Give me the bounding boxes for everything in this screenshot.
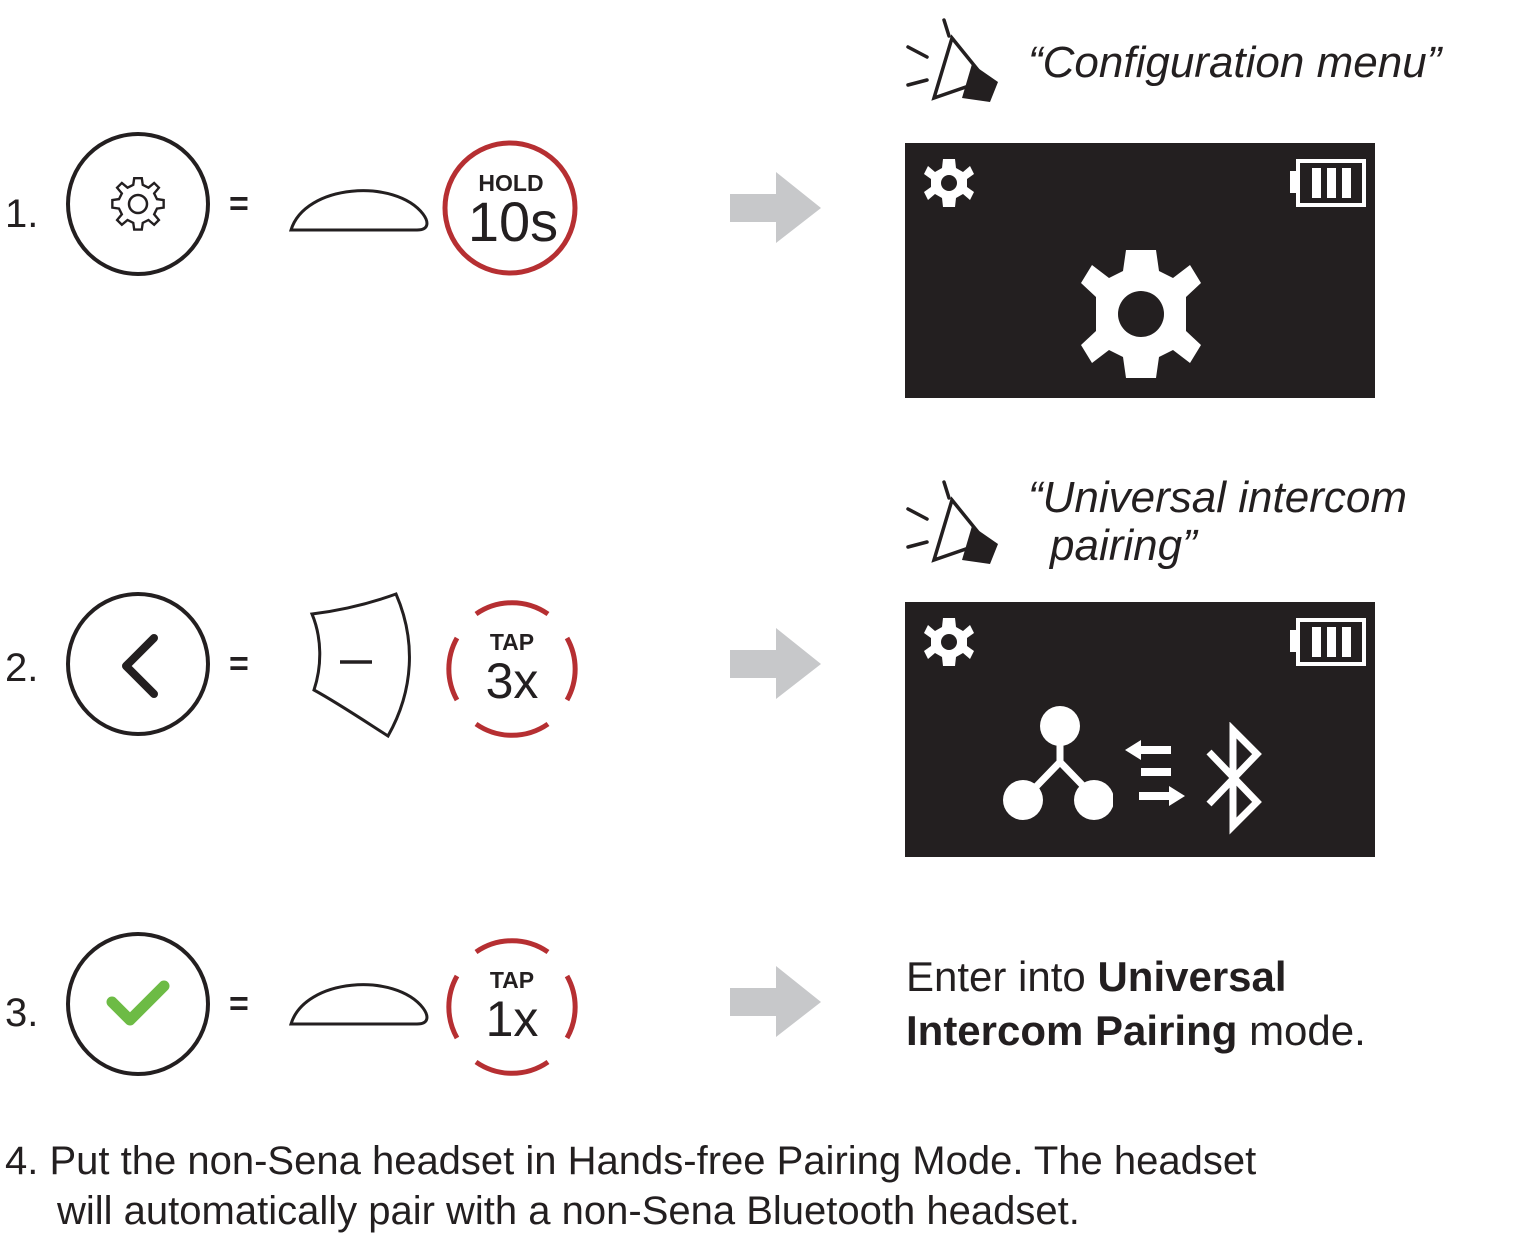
voice-prompt-universal-intercom-pairing: “Universal intercom pairing” — [1028, 474, 1407, 570]
badge-main-label: 1x — [486, 991, 539, 1047]
jog-dial-button-icon — [288, 983, 429, 1026]
arrow-right-icon — [730, 628, 821, 699]
step-4-number: 4. — [5, 1139, 39, 1183]
result-bold-intercom-pairing: Intercom Pairing — [906, 1007, 1238, 1054]
step-3-result: Enter into Universal Intercom Pairing mo… — [906, 950, 1506, 1058]
arrow-right-icon — [730, 172, 821, 243]
arrow-right-icon — [730, 966, 821, 1037]
voice-prompt-configuration-menu: “Configuration menu” — [1028, 38, 1442, 87]
badge-main-label: 10s — [468, 190, 558, 253]
gear-icon — [924, 159, 974, 207]
badge-top-label: TAP — [490, 967, 534, 993]
battery-icon — [1290, 159, 1366, 207]
badge-main-label: 3x — [486, 653, 539, 709]
large-gear-icon — [1081, 250, 1201, 378]
device-screen-configuration — [905, 143, 1375, 398]
chevron-left-icon — [122, 634, 158, 698]
step-2-number: 2. — [5, 646, 39, 690]
voice-prompt-line-1: “Universal intercom — [1028, 473, 1407, 522]
voice-prompt-line-2: pairing” — [1050, 521, 1197, 570]
result-prefix: Enter into — [906, 953, 1098, 1000]
equals-sign-3: = — [229, 985, 249, 1023]
exchange-arrows-icon — [1125, 740, 1185, 806]
tap-3x-badge: TAP 3x — [446, 600, 578, 738]
step-4-line-2: will automatically pair with a non-Sena … — [57, 1189, 1080, 1233]
step-4-line-1: Put the non-Sena headset in Hands-free P… — [49, 1139, 1257, 1183]
step-4-paragraph: 4. Put the non-Sena headset in Hands-fre… — [5, 1136, 1520, 1236]
checkmark-icon — [106, 980, 170, 1026]
result-suffix: mode. — [1237, 1007, 1366, 1054]
bluetooth-icon — [1206, 722, 1262, 835]
equals-sign-2: = — [229, 645, 249, 683]
jog-dial-button-icon — [288, 189, 429, 232]
speaker-icon — [906, 480, 998, 564]
step-3-number: 3. — [5, 991, 39, 1035]
gear-icon — [111, 177, 165, 231]
result-bold-universal: Universal — [1097, 953, 1287, 1000]
step-1-number: 1. — [5, 192, 39, 236]
settings-button — [66, 132, 210, 276]
device-screen-universal-pairing — [905, 602, 1375, 857]
tap-1x-badge: TAP 1x — [446, 938, 578, 1076]
badge-top-label: HOLD — [478, 170, 543, 196]
minus-button-icon — [309, 592, 411, 739]
gear-icon — [924, 618, 974, 666]
speaker-icon — [906, 18, 998, 102]
mesh-network-icon — [1003, 706, 1113, 820]
back-button — [66, 592, 210, 736]
equals-sign-1: = — [229, 185, 249, 223]
hold-10s-badge: HOLD 10s — [442, 140, 578, 276]
confirm-button — [66, 932, 210, 1076]
battery-icon — [1290, 618, 1366, 666]
badge-top-label: TAP — [490, 629, 534, 655]
